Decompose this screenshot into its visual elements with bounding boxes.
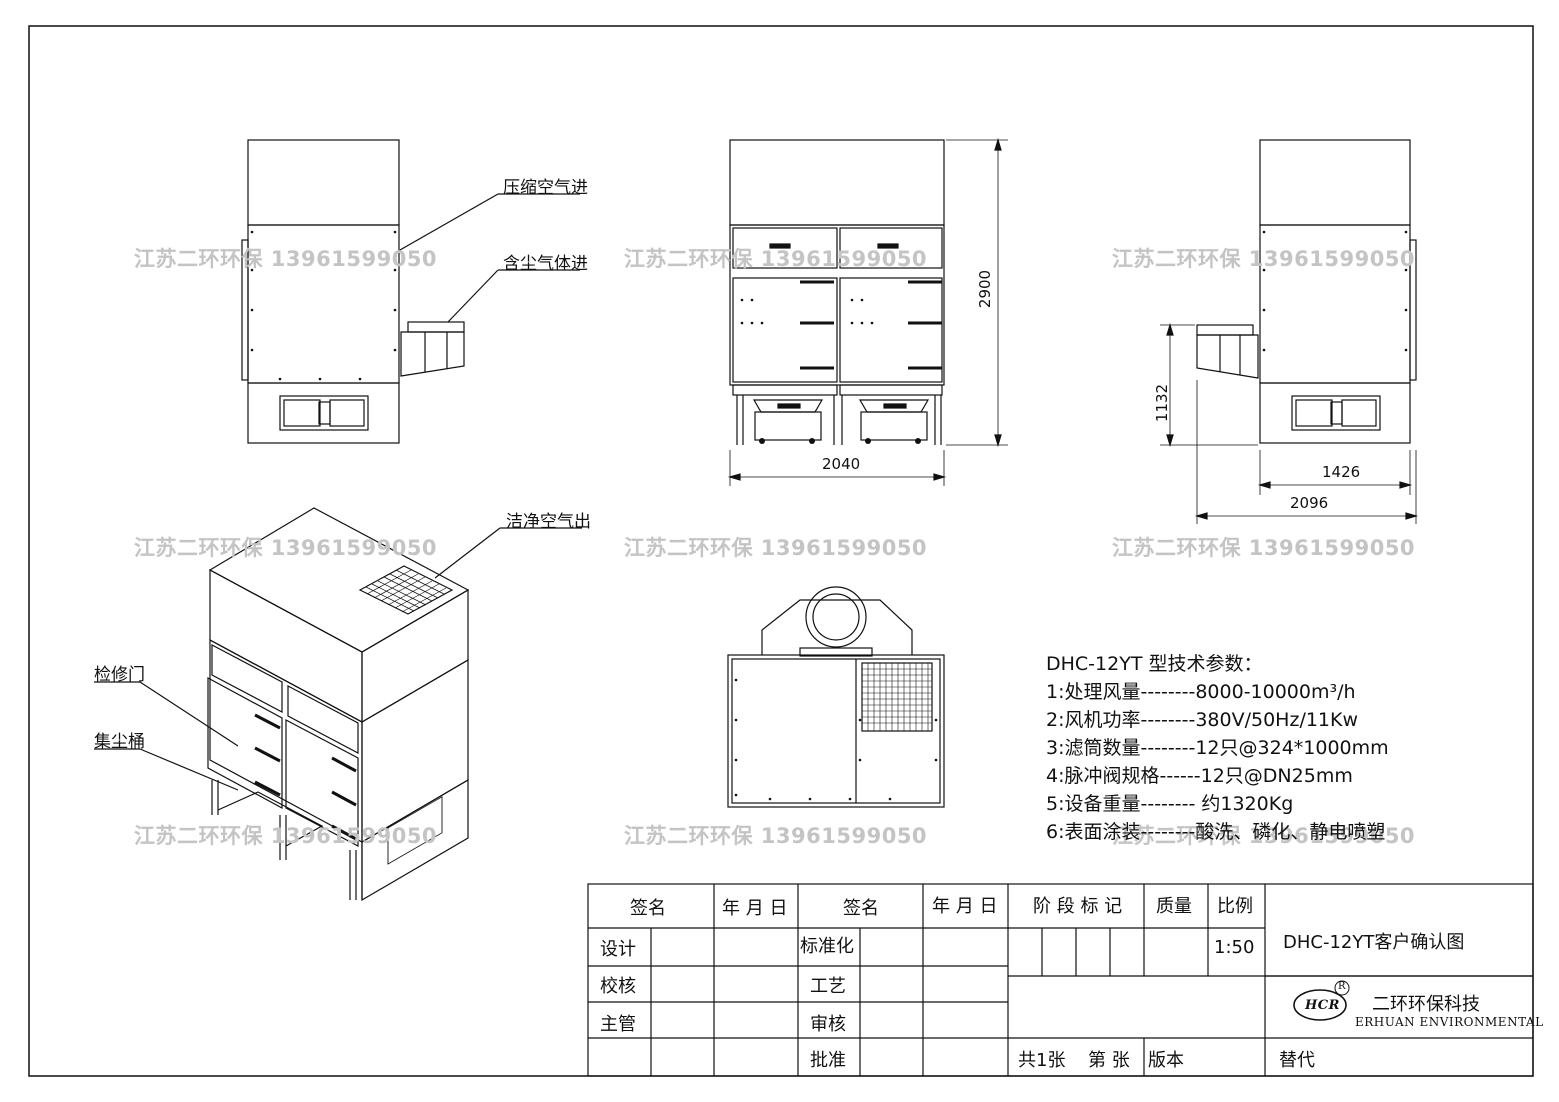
tb-stage-mark: 阶 段 标 记 <box>1033 896 1123 917</box>
watermark: 江苏二环环保 13961599050 <box>134 247 438 271</box>
spec-line: 6:表面涂装--------酸洗、磷化、静电喷塑 <box>1046 821 1386 843</box>
tb-scale-label: 比例 <box>1217 896 1253 917</box>
callout-maintenance-door: 检修门 <box>94 665 145 685</box>
tb-date2: 年 月 日 <box>932 896 998 917</box>
spec-line: 2:风机功率--------380V/50Hz/11Kw <box>1046 709 1359 731</box>
callout-clean-air-out: 洁净空气出 <box>506 512 591 532</box>
tb-sign: 签名 <box>630 898 666 919</box>
callout-dusty-gas-in: 含尘气体进 <box>503 254 588 274</box>
tb-review: 审核 <box>810 1014 846 1035</box>
front-elevation-view <box>727 137 1008 486</box>
tb-standardize: 标准化 <box>800 936 854 957</box>
tb-check: 校核 <box>600 976 636 997</box>
watermark: 江苏二环环保 13961599050 <box>624 247 928 271</box>
callout-compressed-air-in: 压缩空气进 <box>503 178 588 198</box>
dimension-side-width-inner: 1426 <box>1322 463 1361 481</box>
tb-sheets-total: 共1张 <box>1018 1050 1066 1071</box>
tb-sheet-no: 第 张 <box>1088 1050 1130 1071</box>
dimension-side-width-total: 2096 <box>1290 494 1329 512</box>
tb-design: 设计 <box>600 939 636 960</box>
company-name-cn: 二环环保科技 <box>1372 994 1480 1015</box>
dimension-height-total: 2900 <box>976 269 995 309</box>
spec-line: 5:设备重量-------- 约1320Kg <box>1046 793 1294 815</box>
tb-sign2: 签名 <box>843 898 879 919</box>
left-elevation-view <box>241 139 580 444</box>
drawing-title: DHC-12YT客户确认图 <box>1283 932 1465 953</box>
tb-scale-value: 1:50 <box>1214 937 1255 958</box>
callout-dust-bucket: 集尘桶 <box>94 732 145 752</box>
watermark: 江苏二环环保 13961599050 <box>134 536 438 560</box>
watermark: 江苏二环环保 13961599050 <box>1112 247 1416 271</box>
spec-line: 3:滤筒数量--------12只@324*1000mm <box>1046 737 1389 759</box>
spec-line: 4:脉冲阀规格------12只@DN25mm <box>1046 765 1353 787</box>
tb-replace: 替代 <box>1279 1050 1315 1071</box>
spec-line: 1:处理风量--------8000-10000m³/h <box>1046 681 1356 703</box>
right-elevation-view <box>1160 139 1419 524</box>
tb-process: 工艺 <box>810 976 846 997</box>
tb-approve: 批准 <box>810 1050 846 1071</box>
isometric-view <box>94 507 582 902</box>
company-name-en: ERHUAN ENVIRONMENTAL <box>1355 1015 1544 1029</box>
watermark: 江苏二环环保 13961599050 <box>624 824 928 848</box>
tb-date: 年 月 日 <box>722 898 788 919</box>
registered-mark-icon: R <box>1338 981 1347 992</box>
tb-supervisor: 主管 <box>600 1014 636 1035</box>
company-logo-icon: HCR <box>1305 998 1340 1013</box>
specs-title: DHC-12YT 型技术参数： <box>1046 653 1263 675</box>
watermark: 江苏二环环保 13961599050 <box>624 536 928 560</box>
title-block-grid <box>587 883 1534 1077</box>
watermark: 江苏二环环保 13961599050 <box>1112 824 1416 848</box>
tb-mass: 质量 <box>1156 896 1192 917</box>
watermark: 江苏二环环保 13961599050 <box>1112 536 1416 560</box>
technical-specs: DHC-12YT 型技术参数： 1:处理风量--------8000-10000… <box>1046 650 1389 846</box>
tb-version: 版本 <box>1148 1050 1184 1071</box>
dimension-width-front: 2040 <box>822 455 861 473</box>
watermark: 江苏二环环保 13961599050 <box>134 824 438 848</box>
plan-view <box>727 586 945 808</box>
dimension-inlet-height: 1132 <box>1153 383 1172 423</box>
